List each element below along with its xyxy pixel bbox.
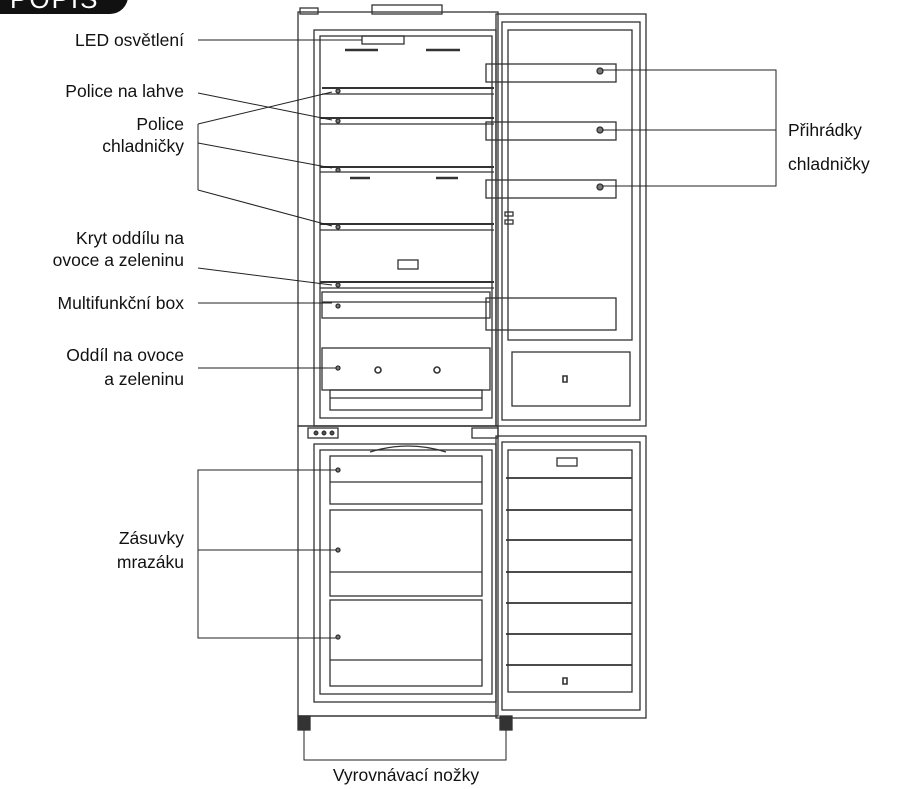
fridge-liner xyxy=(319,35,493,419)
label-fridge-shelves-line2: chladničky xyxy=(102,136,184,156)
control-knob xyxy=(397,259,419,270)
leader-doorbins-bracket xyxy=(602,69,777,187)
label-led-lighting: LED osvětlení xyxy=(75,30,184,50)
middle-hinge xyxy=(307,427,339,439)
foot-right xyxy=(499,715,513,731)
leader-bottle xyxy=(197,92,333,121)
label-door-bins-line1: Přihrádky xyxy=(788,120,862,140)
leader-feet-bracket xyxy=(303,730,507,761)
door-box xyxy=(511,351,631,407)
top-vent xyxy=(299,7,319,15)
fridge-inner xyxy=(313,29,497,427)
leader-freezer-bracket xyxy=(197,469,336,639)
door-bin-4 xyxy=(485,297,617,331)
crisper-drawer xyxy=(321,347,491,391)
label-door-bins-line2: chladničky xyxy=(788,154,870,174)
leader-shelf-c xyxy=(197,189,333,227)
label-crisper-line1: Oddíl na ovoce xyxy=(66,345,184,365)
fridge-door xyxy=(495,13,647,427)
leader-shelf-b xyxy=(197,142,333,169)
door-bin-2 xyxy=(485,121,617,141)
section-badge-text: POPIS xyxy=(10,0,99,15)
label-fridge-shelves-line1: Police xyxy=(136,114,184,134)
freezer-drawer-3 xyxy=(329,599,483,687)
multi-box xyxy=(321,291,491,319)
label-freezer-line2: mrazáku xyxy=(116,552,184,572)
fridge-cabinet xyxy=(297,11,499,427)
label-multi-box: Multifunkční box xyxy=(57,293,184,313)
label-leveling-feet: Vyrovnávací nožky xyxy=(332,765,480,785)
door-bin-1 xyxy=(485,63,617,83)
label-bottle-shelf: Police na lahve xyxy=(65,81,184,101)
label-crisper-line2: a zeleninu xyxy=(104,369,184,389)
top-hinge xyxy=(371,4,443,15)
foot-left xyxy=(297,715,311,731)
door-bin-3 xyxy=(485,179,617,199)
label-crisper-cover-line1: Kryt oddílu na xyxy=(76,228,184,248)
label-freezer-line1: Zásuvky xyxy=(118,528,184,548)
freezer-drawer-1 xyxy=(329,455,483,505)
leader-shelf-a xyxy=(197,91,333,125)
section-badge: POPIS xyxy=(0,0,128,14)
freezer-door xyxy=(495,435,647,719)
label-crisper-cover-line2: ovoce a zeleninu xyxy=(52,250,184,270)
led-lamp xyxy=(361,35,405,45)
leader-cover xyxy=(197,267,333,286)
freezer-drawer-2 xyxy=(329,509,483,597)
